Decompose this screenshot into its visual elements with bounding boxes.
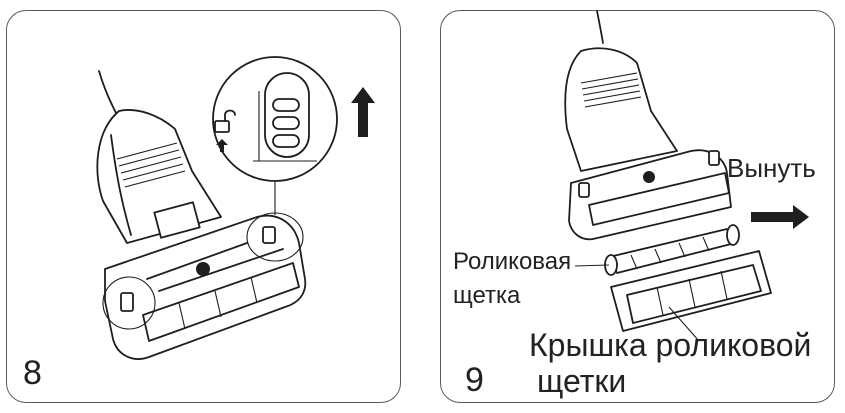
unlock-icon xyxy=(214,109,236,133)
vacuum-body xyxy=(96,109,307,360)
roller-cover-label-line2: щетки xyxy=(537,363,627,399)
step-9-illustration xyxy=(564,10,809,342)
step-number: 8 xyxy=(23,354,42,392)
step-9-panel: Вынуть Роликовая щетка Крышка роликовой … xyxy=(440,10,835,403)
left-latch-highlight xyxy=(102,276,156,330)
latch-zoom-detail xyxy=(212,56,338,182)
step-8-panel: 8 xyxy=(6,10,401,403)
large-up-arrow-icon xyxy=(351,87,375,137)
step-number: 9 xyxy=(465,361,484,399)
right-arrow-icon xyxy=(751,205,809,229)
roller-brush-label-line1: Роликовая xyxy=(453,248,572,275)
roller-cover-label-line1: Крышка роликовой xyxy=(529,327,812,363)
up-arrow-icon xyxy=(216,139,228,152)
roller-cover xyxy=(610,250,772,342)
roller-brush xyxy=(604,224,740,276)
roller-brush-label-line2: щетка xyxy=(453,282,521,309)
remove-label: Вынуть xyxy=(727,153,816,183)
head-button xyxy=(643,171,655,183)
step-8-illustration xyxy=(96,56,375,360)
power-cord xyxy=(596,10,604,44)
power-cord xyxy=(98,70,118,116)
vacuum-body xyxy=(564,47,732,241)
head-button xyxy=(196,262,210,276)
